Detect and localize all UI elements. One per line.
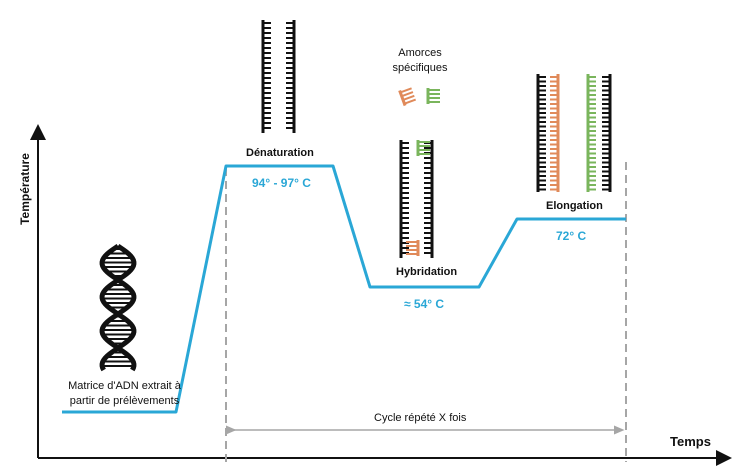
elongation-temperature: 72° C <box>556 229 587 243</box>
template-label: Matrice d'ADN extrait à partir de prélèv… <box>68 380 181 407</box>
dna-helix-icon <box>99 243 137 372</box>
primers-label-line2: spécifiques <box>392 62 448 74</box>
hybridation-temperature: ≈ 54° C <box>404 297 445 311</box>
primers-label-line1: Amorces <box>398 47 442 59</box>
hybridation-label: Hybridation <box>396 266 458 278</box>
primers-icon <box>398 87 440 107</box>
elongated-dna-icon <box>536 74 612 192</box>
hybridized-dna-icon <box>399 140 434 258</box>
elongation-label: Elongation <box>546 200 603 212</box>
cycle-label: Cycle répété X fois <box>374 412 467 424</box>
denaturation-label: Dénaturation <box>246 147 314 159</box>
x-axis-label: Temps <box>670 434 711 449</box>
temperature-curve <box>62 164 626 414</box>
y-axis-label: Température <box>18 153 32 225</box>
denatured-dna-icon <box>261 20 296 133</box>
denaturation-temperature: 94° - 97° C <box>252 176 311 190</box>
